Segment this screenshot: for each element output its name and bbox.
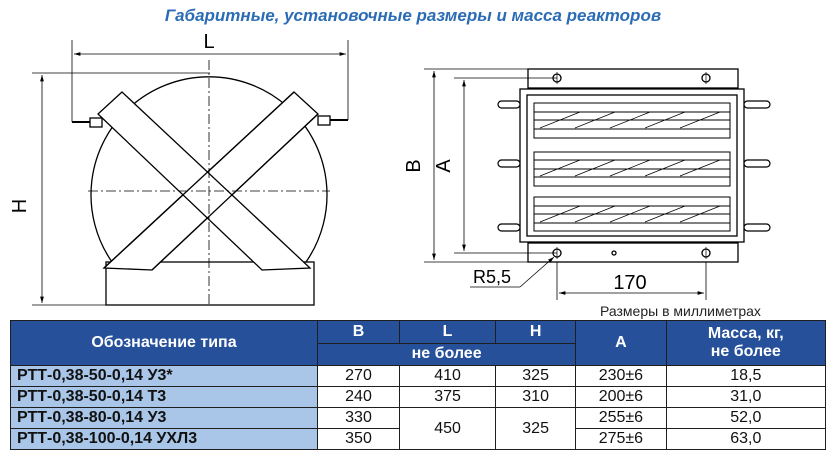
hatching (539, 111, 721, 223)
mounting-bar-top (527, 68, 739, 89)
cell-mass: 63,0 (665, 428, 826, 450)
header-not-more: не более (316, 342, 577, 366)
cell-A: 200±6 (575, 386, 667, 408)
cell-H: 325 (495, 365, 577, 387)
cell-A: 275±6 (575, 428, 667, 450)
cell-B: 330 (316, 407, 401, 429)
dim-170-label: 170 (613, 272, 646, 294)
cell-type: РТТ-0,38-50-0,14 Т3 (10, 386, 318, 408)
cell-B: 350 (316, 428, 401, 450)
dim-B-label: B (403, 159, 425, 172)
table-row: РТТ-0,38-50-0,14 Т3 240 375 310 200±6 31… (10, 386, 826, 408)
cell-H: 310 (495, 386, 577, 408)
cell-mass: 31,0 (665, 386, 826, 408)
units-note: Размеры в миллиметрах (600, 303, 761, 319)
dim-A-label: A (433, 159, 455, 173)
dim-R-label: R5,5 (473, 267, 511, 287)
header-L: L (399, 320, 497, 344)
cell-L: 450 (399, 407, 497, 450)
cell-mass: 18,5 (665, 365, 826, 387)
cell-A: 255±6 (575, 407, 667, 429)
page-title: Габаритные, установочные размеры и масса… (164, 6, 662, 25)
cell-type: РТТ-0,38-80-0,14 У3 (10, 407, 318, 429)
cell-B: 240 (316, 386, 401, 408)
dim-H-label: H (9, 199, 31, 213)
cell-L: 375 (399, 386, 497, 408)
mounting-bar-bottom (527, 242, 739, 263)
terminal-pins (497, 100, 771, 232)
table-row: РТТ-0,38-50-0,14 У3* 270 410 325 230±6 1… (10, 365, 826, 387)
cell-H: 325 (495, 407, 577, 450)
spec-table: Обозначение типа B L H A Масса, кг, не б… (10, 320, 826, 450)
cell-A: 230±6 (575, 365, 667, 387)
clamp-bar-2 (97, 91, 312, 271)
dim-L-label: L (203, 31, 214, 53)
header-A: A (575, 320, 667, 366)
terminal-left (89, 117, 103, 128)
cell-type: РТТ-0,38-50-0,14 У3* (10, 365, 318, 387)
header-H: H (495, 320, 577, 344)
cell-mass: 52,0 (665, 407, 826, 429)
reactor-drawing: L H (9, 31, 771, 306)
header-B: B (316, 320, 401, 344)
header-mass-line2: не более (710, 343, 781, 360)
cell-B: 270 (316, 365, 401, 387)
header-type: Обозначение типа (10, 320, 318, 366)
cell-type: РТТ-0,38-100-0,14 УХЛ3 (10, 428, 318, 450)
coil-layers (533, 102, 731, 232)
table-row: РТТ-0,38-80-0,14 У3 330 450 325 255±6 52… (10, 407, 826, 450)
top-view (424, 68, 771, 300)
cell-L: 410 (399, 365, 497, 387)
terminal-right (317, 115, 331, 126)
front-view (32, 40, 349, 306)
table-row: РТТ-0,38-100-0,14 УХЛ3 350 275±6 63,0 (10, 428, 826, 450)
header-mass-line1: Масса, кг, (707, 325, 784, 342)
header-mass: Масса, кг, не более (665, 320, 826, 366)
